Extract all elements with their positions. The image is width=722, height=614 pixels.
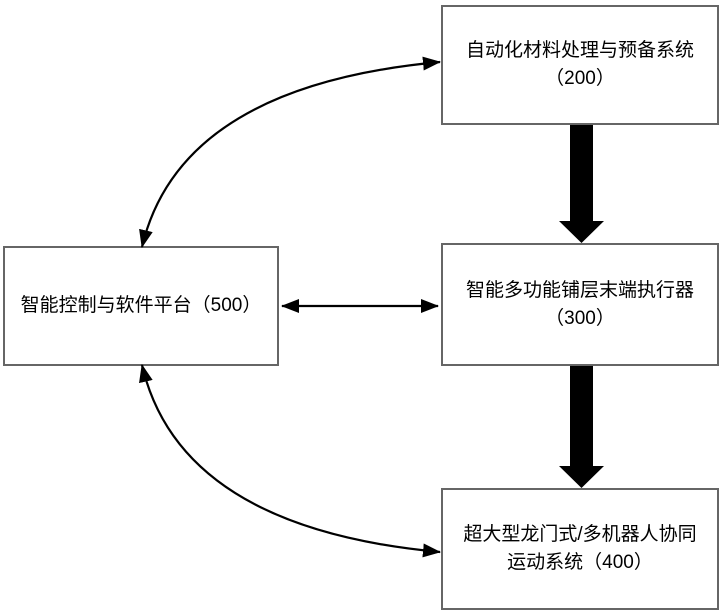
- thick-arrow-300-400: [559, 366, 604, 488]
- node-500-label-line1: 智能控制与软件平台（500）: [20, 295, 262, 316]
- node-400-label-line1: 超大型龙门式/多机器人协同: [463, 524, 697, 545]
- node-200: 自动化材料处理与预备系统 （200）: [441, 5, 719, 125]
- node-400-label-line2: 运动系统（400）: [507, 552, 653, 573]
- node-400: 超大型龙门式/多机器人协同 运动系统（400）: [441, 488, 719, 610]
- node-200-label-line1: 自动化材料处理与预备系统: [465, 40, 694, 61]
- thick-arrow-200-300: [559, 125, 604, 243]
- node-500: 智能控制与软件平台（500）: [3, 246, 279, 366]
- node-300-label-line2: （300）: [545, 307, 615, 329]
- node-300: 智能多功能铺层末端执行器 （300）: [441, 243, 719, 366]
- curved-arrow-500-200: [139, 56, 441, 248]
- node-200-label-line2: （200）: [545, 68, 615, 89]
- node-300-label-line1: 智能多功能铺层末端执行器: [465, 279, 694, 301]
- curved-arrow-500-400: [139, 364, 441, 558]
